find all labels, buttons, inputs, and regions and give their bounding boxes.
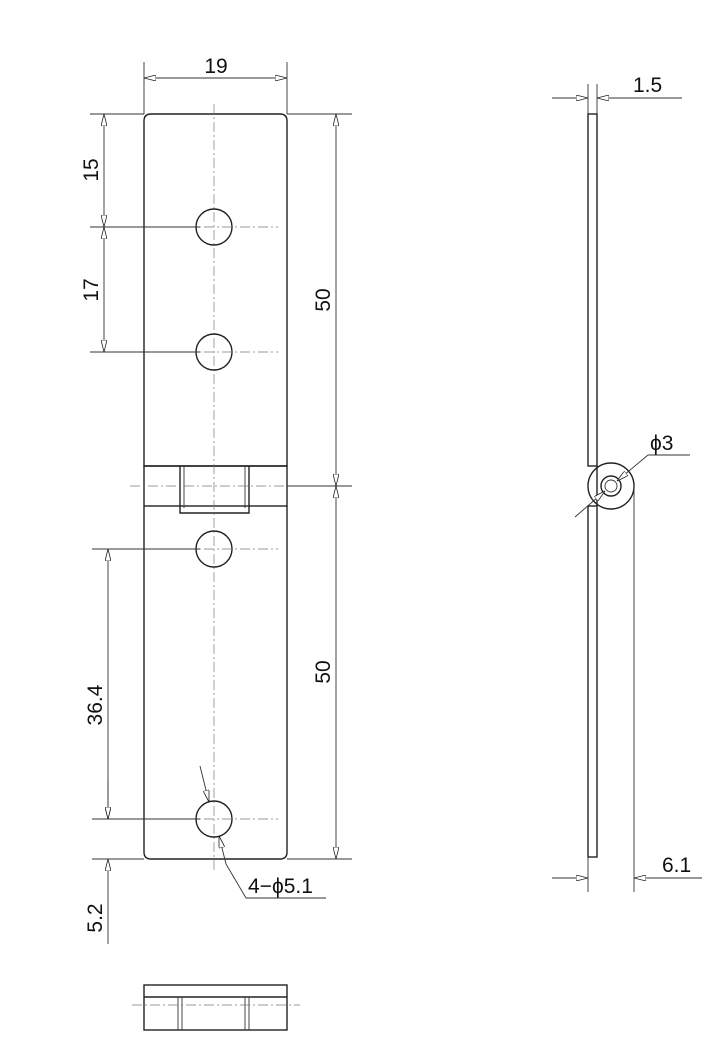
knuckle-profile xyxy=(587,462,635,510)
lower-leaf-length-label: 50 xyxy=(312,660,335,683)
hole-pitch-label: 17 xyxy=(80,278,103,301)
lower-leaf-length-dimension: 50 xyxy=(312,486,336,859)
width-dimension: 19 xyxy=(143,55,288,114)
knuckle-width-label: 6.1 xyxy=(662,854,691,877)
bottom-hole-offset-label: 5.2 xyxy=(84,903,107,932)
side-view: 1.5 ϕ3 6.1 xyxy=(552,74,702,892)
upper-leaf-outline xyxy=(143,113,288,467)
top-hole-offset-dimension: 15 xyxy=(80,114,104,227)
hole-callout-label: 4−ϕ5.1 xyxy=(248,875,313,898)
lower-leaf-profile xyxy=(587,505,598,858)
pin-diameter-label: ϕ3 xyxy=(650,432,673,455)
hole-pitch-dimension: 17 xyxy=(80,227,104,352)
knuckle-width-dimension: 6.1 xyxy=(552,486,702,892)
hole-callout: 4−ϕ5.1 xyxy=(199,765,326,899)
thickness-dimension: 1.5 xyxy=(552,74,682,114)
lower-leaf-outline xyxy=(143,506,288,860)
upper-leaf-length-label: 50 xyxy=(312,288,335,311)
lower-hole-pitch-label: 36.4 xyxy=(84,684,107,725)
thickness-label: 1.5 xyxy=(633,74,662,97)
pin-diameter-dimension: ϕ3 xyxy=(574,432,690,518)
upper-leaf-length-dimension: 50 xyxy=(312,114,336,486)
width-dim-label: 19 xyxy=(204,55,227,78)
front-view: 19 15 17 50 50 xyxy=(80,55,352,944)
bottom-hole-offset-dimension: 5.2 xyxy=(84,780,108,944)
lower-hole-pitch-dimension: 36.4 xyxy=(84,549,108,819)
top-hole-offset-label: 15 xyxy=(80,158,103,181)
upper-leaf-profile xyxy=(587,113,598,467)
knuckle xyxy=(130,465,300,514)
bottom-view xyxy=(132,984,300,1031)
